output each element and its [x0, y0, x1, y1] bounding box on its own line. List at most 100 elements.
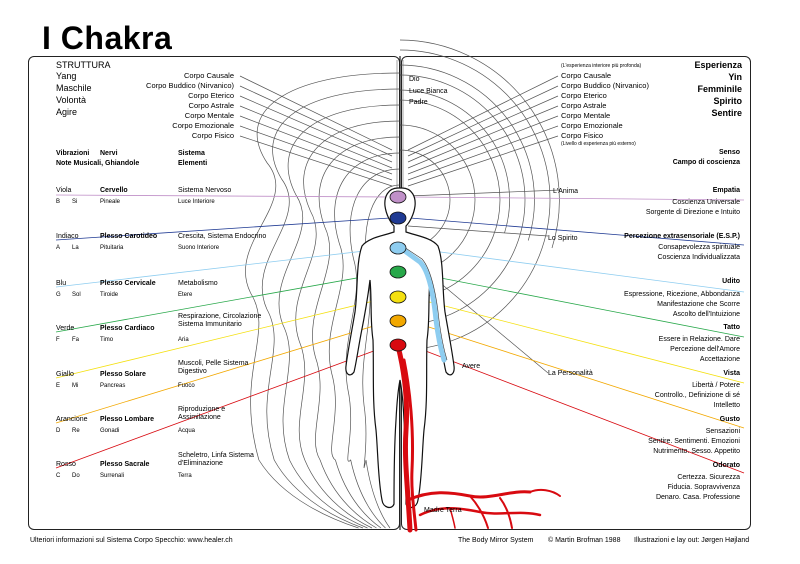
sense-4-line-1: Essere in Relazione. Dare	[658, 336, 740, 343]
chakra-line-right-3	[409, 247, 745, 293]
ray-left-3	[239, 95, 393, 163]
left-body-astrale: Corpo Astrale	[188, 101, 234, 110]
chakra-2-nerve: Plesso Carotideo	[100, 233, 158, 240]
chakra-3-gland: Tiroide	[100, 292, 119, 298]
sense-5-line-1: Libertà / Potere	[692, 382, 740, 389]
ray-right-3	[407, 95, 559, 163]
sense-2-line-2: Coscienza Individualizzata	[657, 254, 741, 261]
chakra-7-color: Rosso	[56, 461, 76, 468]
col-sistema: Sistema	[178, 150, 205, 157]
sense-6-name: Gusto	[719, 416, 740, 423]
chakra-line-left-7	[55, 344, 391, 469]
chakra-4-element: Aria	[178, 337, 189, 343]
aura-outer-1	[399, 89, 510, 234]
right-body-fisico: Corpo Fisico	[561, 131, 604, 140]
chakra-6-solfege: Re	[72, 428, 80, 434]
chakra-2-color: Indiaco	[56, 233, 79, 240]
aura-left-3	[328, 152, 401, 529]
sense-6-line-3: Nutrimento. Sesso. Appetito	[653, 448, 740, 455]
label-padre: Padre	[409, 99, 428, 106]
chakra-2-note: A	[56, 245, 61, 251]
aura-right-5	[399, 49, 551, 351]
left-body-eterico: Corpo Eterico	[188, 91, 234, 100]
right-body-buddico: Corpo Buddico (Nirvanico)	[561, 81, 649, 90]
right-body-causale: Corpo Causale	[561, 71, 612, 80]
chakra-6-note: D	[56, 428, 61, 434]
sense-6-line-1: Sensazioni	[705, 428, 740, 435]
agire-label: Agire	[56, 107, 78, 117]
chakra-color-lines	[55, 194, 745, 474]
chakra-line-right-1	[409, 196, 745, 201]
ray-soul-1	[407, 189, 561, 197]
label-spirito: Lo Spirito	[548, 235, 578, 242]
chakra-7-nerve: Plesso Sacrale	[100, 461, 150, 468]
chakra-5-nerve: Plesso Solare	[100, 371, 146, 378]
body-rays-right	[407, 75, 561, 374]
chakra-line-left-4	[55, 271, 391, 333]
chakra-5-system: Muscoli, Pelle Sistema Digestivo	[178, 360, 249, 375]
right-body-emozionale: Corpo Emozionale	[561, 121, 623, 130]
chakra-1-solfege: Si	[72, 199, 78, 205]
ray-right-1	[407, 75, 559, 151]
chakra-line-left-2	[55, 217, 391, 241]
ray-soul-2	[407, 225, 549, 237]
yang-label: Yang	[56, 71, 77, 81]
body-rays-left	[239, 75, 393, 187]
chakra-2-solfege: La	[72, 245, 79, 251]
label-madre-terra: Madre Terra	[424, 507, 462, 514]
chakra-6-element: Acqua	[178, 428, 196, 434]
label-luce-bianca: Luce Bianca	[409, 88, 448, 95]
col-nervi: Nervi	[100, 150, 118, 157]
chakra-line-left-1	[55, 194, 391, 198]
sense-5-line-3: Intelletto	[713, 402, 740, 409]
chakra-line-left-3	[55, 247, 391, 288]
chakra-circles	[389, 190, 407, 352]
footer-info: Ulteriori informazioni sul Sistema Corpo…	[30, 537, 233, 544]
chakra-5-color: Giallo	[56, 371, 74, 378]
chakra-1-note: B	[56, 199, 61, 205]
chakra-line-right-2	[409, 217, 745, 246]
chakra-line-right-6	[409, 320, 745, 429]
femminile-label: Femminile	[697, 84, 742, 94]
chakra-2-gland: Pituitaria	[100, 245, 124, 251]
chakra-4-system: Respirazione, Circolazione Sistema Immun…	[178, 313, 262, 328]
footer-copyright: © Martin Brofman 1988	[548, 537, 621, 544]
footer-credits: Illustrazioni e lay out: Jørgen Højland	[634, 537, 750, 544]
sense-1-line-2: Sorgente di Direzione e Intuito	[645, 209, 740, 216]
chakra-1-system: Sistema Nervoso	[178, 187, 232, 194]
chakra-circle-5	[389, 290, 407, 304]
ray-left-2	[239, 85, 393, 157]
chakra-line-right-5	[409, 296, 745, 384]
page-title: I Chakra	[42, 20, 173, 56]
aura-contours	[245, 39, 560, 529]
volonta-label: Volontà	[56, 95, 87, 105]
chakra-line-left-6	[55, 320, 391, 424]
ray-left-5	[239, 115, 393, 175]
chakra-7-note: C	[56, 473, 61, 479]
earth-roots	[395, 343, 561, 533]
sense-6-line-2: Sentire. Sentimenti. Emozioni	[648, 438, 740, 445]
sentire-label: Sentire	[711, 108, 742, 118]
esperienza-label: Esperienza	[694, 60, 742, 70]
chakra-3-nerve: Plesso Cervicale	[100, 280, 156, 287]
sense-7-line-3: Denaro. Casa. Professione	[655, 494, 740, 501]
chakra-1-gland: Pineale	[100, 199, 121, 205]
col-senso: Senso	[718, 149, 740, 156]
chakra-1-element: Luce Interiore	[178, 199, 215, 205]
ray-right-6	[407, 125, 559, 181]
sense-3-line-3: Ascolto dell'Intuizione	[672, 311, 740, 318]
sense-2-name: Percezione extrasensoriale (E.S.P.)	[624, 233, 740, 240]
chakra-circle-2	[389, 211, 407, 225]
sense-1-line-1: Coscienza Universale	[672, 199, 740, 206]
maschile-label: Maschile	[56, 83, 92, 93]
right-body-mentale: Corpo Mentale	[561, 111, 611, 120]
chakra-7-gland: Surrenali	[100, 473, 125, 479]
chakra-circle-7	[389, 338, 407, 352]
chakra-3-system: Metabolismo	[178, 280, 218, 287]
sense-3-name: Udito	[722, 278, 740, 285]
chakra-1-nerve: Cervello	[100, 187, 128, 194]
external-experience-note: (Livello di esperienza più esterno)	[561, 141, 636, 147]
chakra-4-color: Verde	[56, 325, 75, 332]
chakra-3-note: G	[56, 292, 61, 298]
chakra-4-note: F	[56, 337, 60, 343]
